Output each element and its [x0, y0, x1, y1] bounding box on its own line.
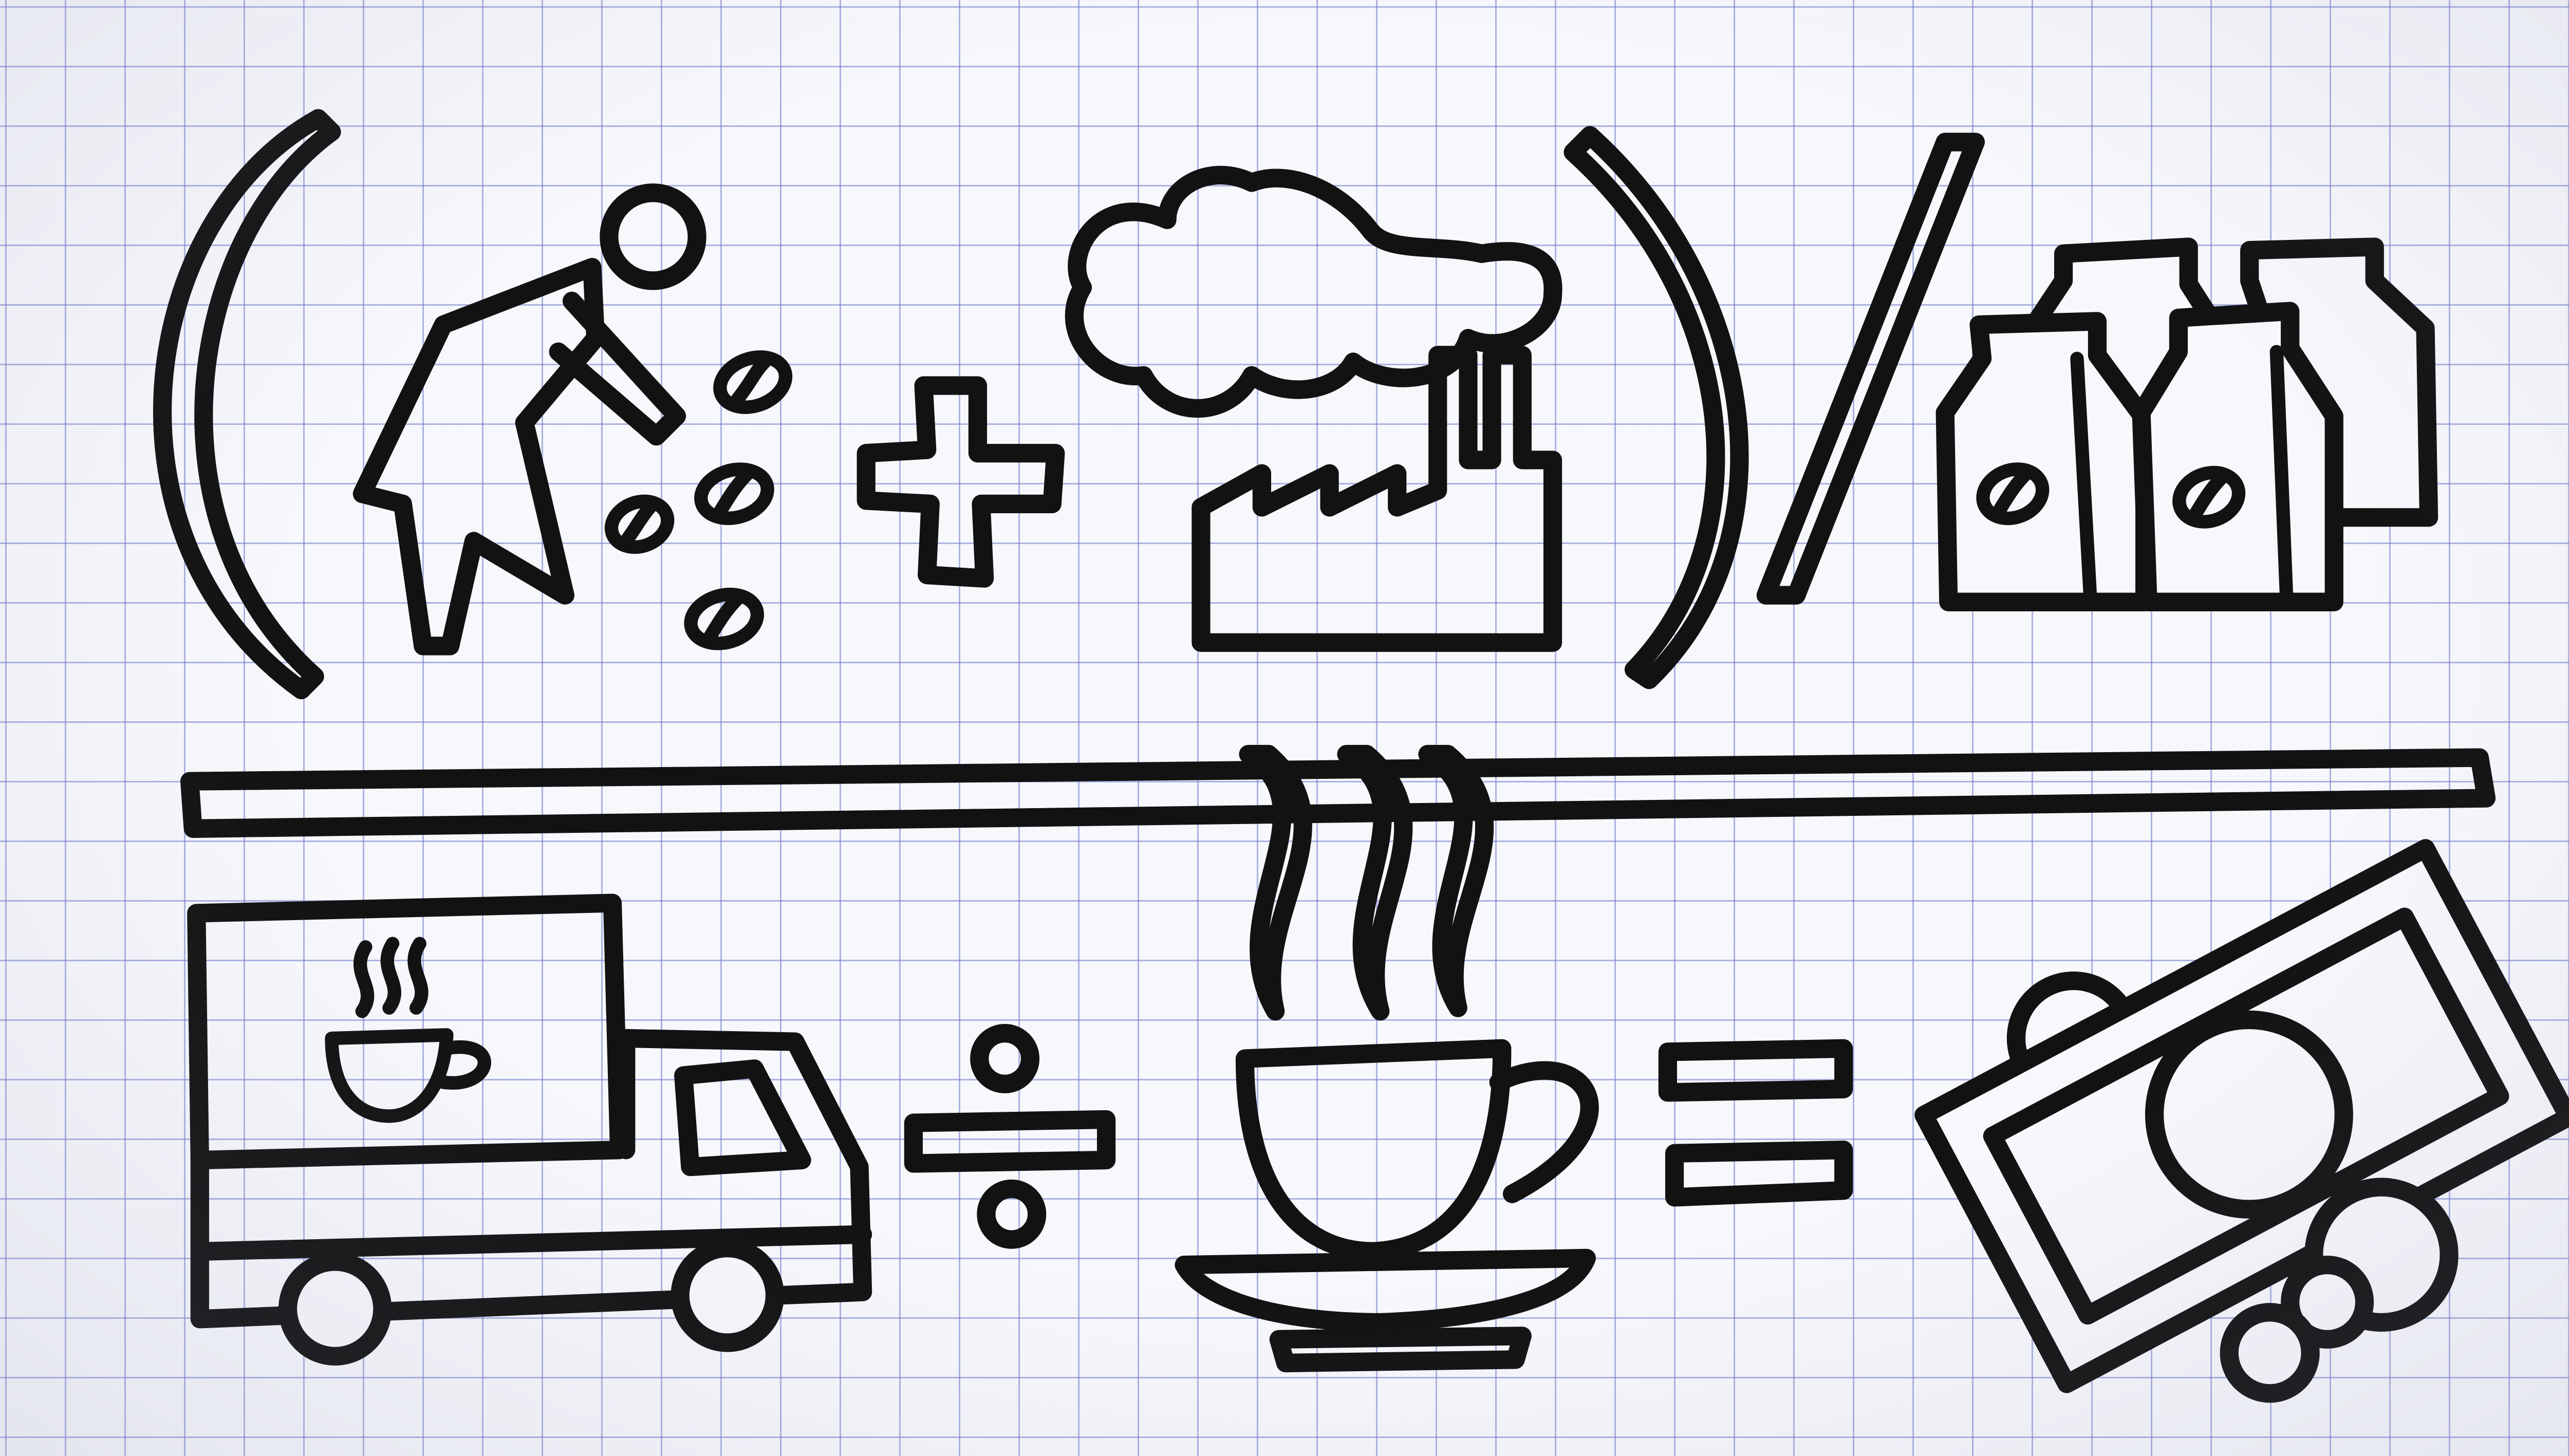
factory-with-smoke-icon [1074, 175, 1553, 643]
fraction-bar [190, 758, 2486, 829]
coffee-cup-logo-icon [332, 944, 485, 1116]
close-paren [1573, 135, 1740, 680]
plus-sign [866, 385, 1056, 578]
coffee-bag [2142, 311, 2334, 602]
coffee-bean-icon [713, 348, 793, 416]
coffee-bag [1945, 321, 2145, 602]
coffee-bean-bags-icon [1945, 247, 2429, 602]
division-sign [914, 1033, 1106, 1240]
equals-sign [1668, 1049, 1844, 1198]
delivery-truck-icon [196, 903, 863, 1356]
steaming-coffee-cup-icon [1184, 754, 1590, 1363]
open-paren [162, 118, 332, 690]
coffee-bean-icon [605, 494, 674, 555]
coffee-bean-icon [685, 587, 763, 650]
coffee-bean-icon [695, 462, 773, 526]
money-bill-and-coins-icon [1924, 848, 2568, 1393]
farmer-picking-beans-icon [362, 193, 793, 650]
